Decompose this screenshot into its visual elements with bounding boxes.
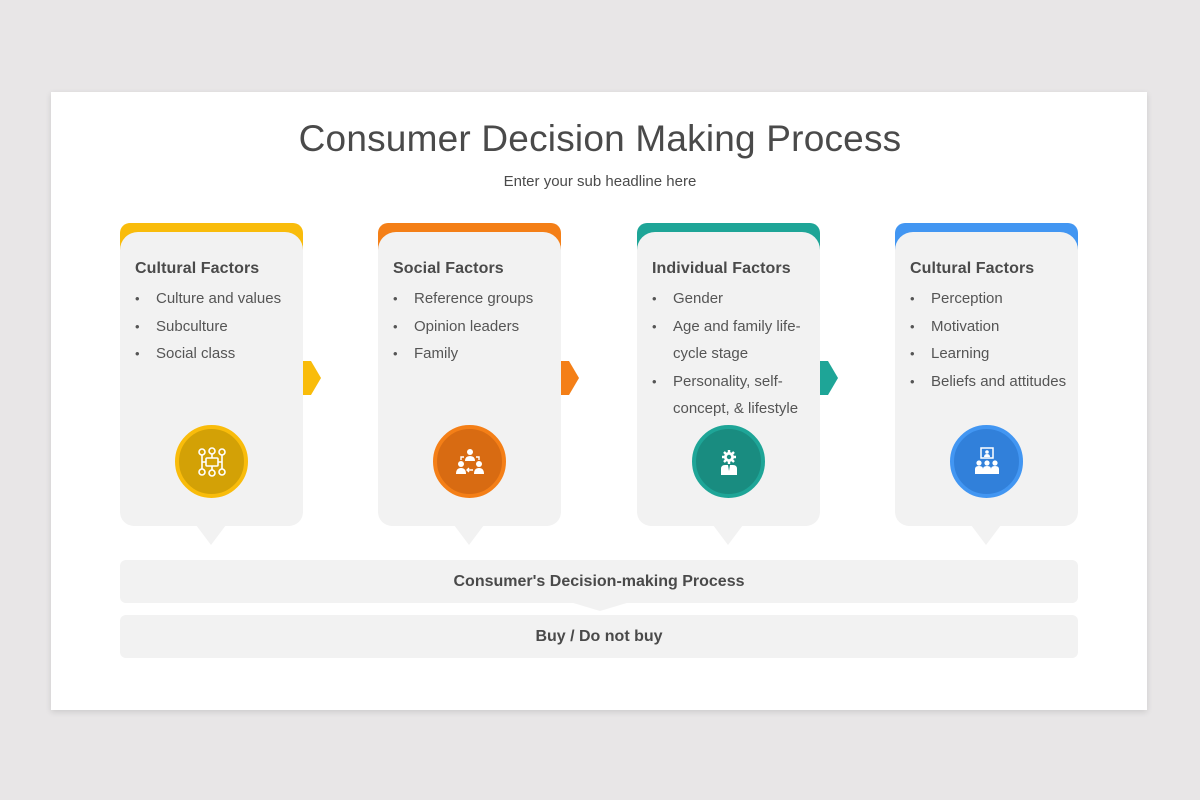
person-gear-icon (720, 449, 737, 475)
person-gear-icon-badge (692, 425, 765, 498)
list-item: Opinion leaders (393, 313, 561, 341)
list-item: Gender (652, 285, 820, 313)
list-item: Reference groups (393, 285, 561, 313)
arrow-right-icon (303, 361, 321, 395)
group-exchange-icon (455, 448, 484, 474)
arrow-right-icon (820, 361, 838, 395)
list-item: Family (393, 340, 561, 368)
presentation-audience-icon (974, 446, 999, 474)
card-bullet-list: Reference groups Opinion leaders Family (393, 285, 561, 368)
presentation-audience-icon-badge (950, 425, 1023, 498)
card-heading: Cultural Factors (910, 260, 1035, 277)
card-pointer (971, 525, 1001, 545)
outcome-bar-label: Buy / Do not buy (535, 627, 663, 645)
factor-card-cultural: Cultural Factors Culture and values Subc… (120, 223, 321, 546)
card-heading: Social Factors (393, 260, 504, 277)
card-body: Cultural Factors Culture and values Subc… (120, 232, 303, 526)
card-bullet-list: Gender Age and family life-cycle stage P… (652, 285, 820, 423)
outcome-bar: Buy / Do not buy (120, 615, 1078, 658)
list-item: Culture and values (135, 285, 303, 313)
process-bar: Consumer's Decision-making Process (120, 560, 1078, 603)
slide-subtitle: Enter your sub headline here (503, 173, 697, 190)
card-heading: Individual Factors (652, 260, 791, 277)
arrow-right-icon (561, 361, 579, 395)
list-item: Perception (910, 285, 1078, 313)
list-item: Personality, self-concept, & lifestyle (652, 368, 812, 423)
list-item: Learning (910, 340, 1078, 368)
process-bar-pointer (570, 602, 630, 611)
card-pointer (454, 525, 484, 545)
process-bar-label: Consumer's Decision-making Process (453, 572, 745, 590)
list-item: Beliefs and attitudes (910, 368, 1078, 396)
card-pointer (713, 525, 743, 545)
card-body: Individual Factors Gender Age and family… (637, 232, 820, 526)
group-exchange-icon-badge (433, 425, 506, 498)
list-item: Subculture (135, 313, 303, 341)
factor-card-psychological: Cultural Factors Perception Motivation L… (895, 223, 1078, 546)
slide-title: Consumer Decision Making Process (298, 118, 902, 159)
factor-card-social: Social Factors Reference groups Opinion … (378, 223, 579, 546)
list-item: Social class (135, 340, 303, 368)
list-item: Age and family life-cycle stage (652, 313, 812, 368)
factor-card-individual: Individual Factors Gender Age and family… (637, 223, 838, 546)
network-icon (197, 446, 226, 477)
network-icon-badge (175, 425, 248, 498)
list-item: Motivation (910, 313, 1078, 341)
card-bullet-list: Culture and values Subculture Social cla… (135, 285, 303, 368)
card-bullet-list: Perception Motivation Learning Beliefs a… (910, 285, 1078, 395)
card-heading: Cultural Factors (135, 260, 260, 277)
card-pointer (196, 525, 226, 545)
